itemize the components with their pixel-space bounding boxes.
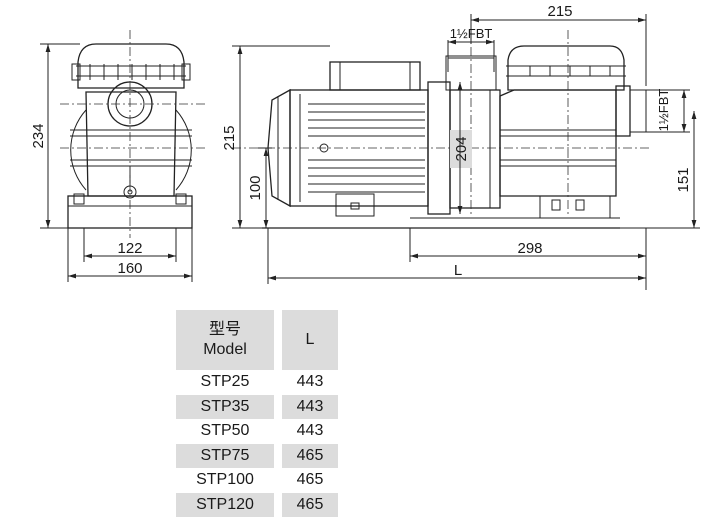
- model-header-en: Model: [203, 341, 247, 358]
- model-cell: STP50: [200, 422, 250, 440]
- length-cell: 465: [296, 471, 324, 489]
- model-cell: STP100: [196, 471, 254, 489]
- table-row: STP25 443: [176, 370, 338, 395]
- model-cell: STP25: [200, 373, 250, 391]
- outlet-connection-label: 1½FBT: [656, 89, 671, 132]
- flange-span-label: 204: [453, 136, 470, 161]
- table-row: STP50 443: [176, 419, 338, 444]
- front-view: 234 122 160: [30, 30, 205, 282]
- length-cell: 443: [296, 373, 324, 391]
- length-cell: 443: [282, 394, 338, 419]
- outlet-height-label: 151: [675, 167, 692, 192]
- length-cell: 465: [282, 443, 338, 468]
- model-cell: STP35: [176, 394, 274, 419]
- table-row: STP75 465: [176, 443, 338, 468]
- side-width-label: 215: [547, 3, 572, 20]
- pump-dimension-drawing: 234 122 160: [30, 3, 700, 290]
- model-header-cn: 型号: [208, 321, 241, 338]
- side-height-label: 215: [221, 125, 238, 150]
- length-column-header: L: [282, 310, 338, 370]
- base-length-label: 298: [517, 240, 542, 257]
- model-cell: STP120: [176, 492, 274, 517]
- model-length-table: 型号 Model L STP25 443 STP35 443 STP50 443…: [176, 310, 338, 517]
- model-column-header: 型号 Model: [176, 310, 274, 370]
- axis-height-label: 100: [247, 175, 264, 200]
- front-height-label: 234: [30, 123, 47, 148]
- overall-length-label: L: [454, 262, 462, 279]
- side-view: 215 1½FBT 215 100 204 1½FBT 151 298: [221, 3, 700, 290]
- table-row: STP120 465: [176, 492, 338, 517]
- inlet-connection-label: 1½FBT: [450, 26, 493, 41]
- model-cell: STP75: [176, 443, 274, 468]
- table-row: STP100 465: [176, 468, 338, 493]
- length-cell: 443: [296, 422, 324, 440]
- length-cell: 465: [282, 492, 338, 517]
- table-row: STP35 443: [176, 394, 338, 419]
- table-header-row: 型号 Model L: [176, 310, 338, 370]
- front-inner-width-label: 122: [117, 240, 142, 257]
- front-outer-width-label: 160: [117, 260, 142, 277]
